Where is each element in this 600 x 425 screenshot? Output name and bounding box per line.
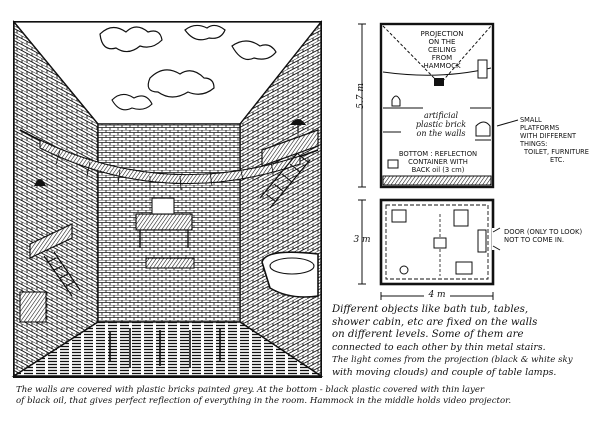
projection-note-line: FROM [431, 54, 453, 62]
platforms-note-line: ETC. [550, 156, 565, 164]
room-perspective-sketch [11, 19, 324, 378]
platforms-note-line: TOILET, FURNITURE [524, 148, 589, 156]
floor-width-label: 4 m [424, 291, 450, 300]
description-line: with moving clouds) and couple of table … [332, 366, 557, 378]
description-paragraph: Different objects like bath tub, tables,… [332, 304, 594, 380]
description-line: shower cabin, etc are fixed on the walls [332, 316, 538, 328]
door-note-line: NOT TO COME IN. [504, 236, 565, 244]
caption-line: of black oil, that gives perfect reflect… [16, 395, 512, 406]
projection-note-line: ON THE [428, 38, 456, 46]
height-dimension-label: 5.7 m [356, 83, 366, 109]
description-line: Different objects like bath tub, tables, [332, 304, 529, 315]
platforms-note-line: THINGS: [520, 140, 548, 148]
door-note: DOOR (ONLY TO LOOK) NOT TO COME IN. [504, 228, 598, 244]
caption: The walls are covered with plastic brick… [16, 385, 586, 407]
projection-note-line: PROJECTION [420, 30, 464, 38]
section-diagram [358, 22, 519, 189]
platforms-note-line: WITH DIFFERENT [520, 132, 577, 140]
description-line: connected to each other by thin metal st… [332, 341, 546, 353]
description-line: The light comes from the projection (bla… [332, 355, 573, 366]
bottom-note-line: BACK oil (3 cm) [411, 166, 465, 174]
door-note-line: DOOR (ONLY TO LOOK) [504, 228, 583, 236]
wall-note: artificial plastic brick on the walls [404, 111, 478, 138]
description-line: on different levels. Some of them are [332, 329, 524, 341]
projection-note-line: CEILING [428, 46, 456, 54]
projection-note: PROJECTION ON THE CEILING FROM HAMMOCK [414, 30, 470, 70]
platforms-note-line: PLATFORMS [520, 124, 560, 132]
bottom-note-line: BOTTOM : REFLECTION [398, 150, 478, 158]
bottom-note-line: CONTAINER WITH [408, 158, 468, 166]
caption-line: The walls are covered with plastic brick… [16, 385, 485, 395]
wall-note-line: plastic brick [415, 120, 467, 129]
platforms-note-line: SMALL [520, 116, 542, 124]
floor-plan-diagram [358, 198, 501, 300]
floor-depth-label: 3 m [353, 235, 371, 245]
platforms-note: SMALL PLATFORMS WITH DIFFERENT THINGS: T… [520, 116, 596, 164]
bottom-container-note: BOTTOM : REFLECTION CONTAINER WITH BACK … [396, 150, 480, 174]
projection-note-line: HAMMOCK [423, 62, 461, 70]
wall-note-line: artificial [423, 111, 459, 120]
wall-note-line: on the walls [416, 129, 466, 138]
